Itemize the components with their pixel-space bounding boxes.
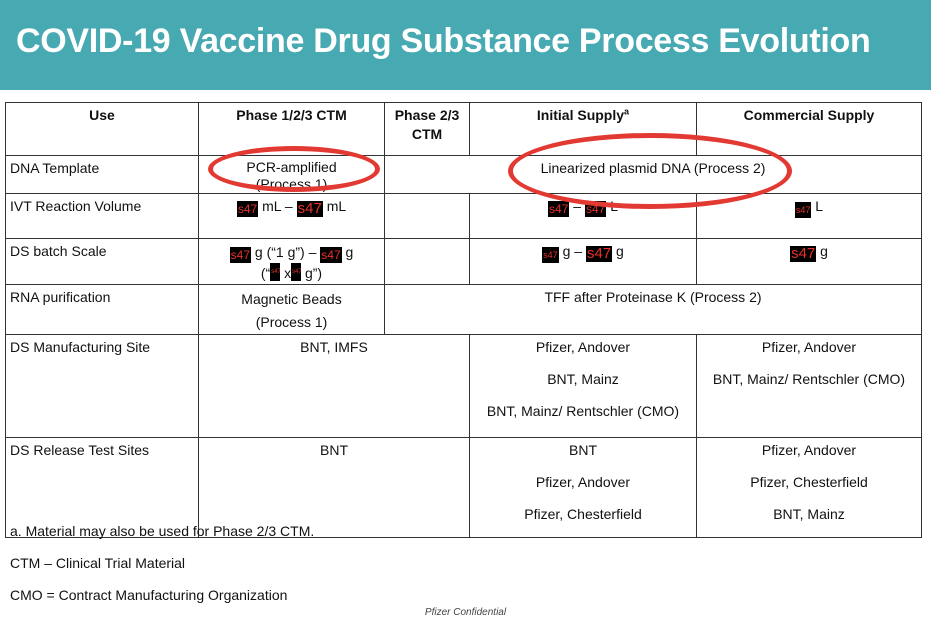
table-header-row: Use Phase 1/2/3 CTM Phase 2/3 CTM Initia… (5, 102, 922, 156)
redaction-box: s47 (584, 201, 607, 217)
site-item: BNT, Mainz/ Rentschler (CMO) (486, 403, 680, 419)
row-label-dna-template: DNA Template (5, 155, 199, 194)
slide-title: COVID-19 Vaccine Drug Substance Process … (16, 22, 871, 60)
header-phase123-ctm: Phase 1/2/3 CTM (198, 102, 385, 156)
footnote-marker: a (624, 106, 630, 117)
redaction-box: s47 (296, 200, 323, 217)
cell-scale-commercial: s47 g (696, 238, 922, 285)
site-item: BNT, Mainz (773, 506, 845, 522)
header-initial-supply-label: Initial Supply (536, 107, 625, 123)
table-row: DS Manufacturing Site BNT, IMFS Pfizer, … (5, 334, 922, 438)
site-item: BNT (569, 442, 597, 458)
cell-release-ctm: BNT (198, 437, 470, 538)
cell-text: g (616, 243, 624, 259)
process-evolution-table: Use Phase 1/2/3 CTM Phase 2/3 CTM Initia… (5, 102, 922, 538)
redaction-box: s47 (585, 245, 613, 262)
site-item: Pfizer, Andover (761, 442, 857, 458)
redaction-box: s47 (236, 201, 259, 217)
redaction-box: s47 (790, 245, 817, 262)
cell-mfg-initial: Pfizer, Andover BNT, Mainz BNT, Mainz/ R… (469, 334, 697, 438)
cell-text: g – (562, 243, 583, 259)
site-item: Pfizer, Andover (535, 474, 631, 490)
cell-ivt-initial: s47 – s47 L (469, 193, 697, 239)
header-use: Use (5, 102, 199, 156)
cell-dna-later: Linearized plasmid DNA (Process 2) (384, 155, 922, 194)
cell-text: L (815, 198, 824, 214)
redaction-box: s47 (548, 201, 570, 217)
cell-text: mL (326, 198, 347, 214)
cell-text: g (345, 244, 354, 260)
redaction-box: s47 (320, 247, 342, 263)
redaction-box: s47 (229, 247, 252, 263)
footnotes: a. Material may also be used for Phase 2… (10, 522, 314, 618)
cell-text: g (“1 g”) – (254, 244, 317, 260)
row-label-ds-manufacturing-site: DS Manufacturing Site (5, 334, 199, 438)
table-row: IVT Reaction Volume s47 mL – s47 mL s47 … (5, 193, 922, 239)
footnote-a: a. Material may also be used for Phase 2… (10, 523, 315, 539)
cell-text: g”) (304, 265, 323, 281)
cell-rna-phase123: Magnetic Beads (Process 1) (198, 284, 385, 335)
cell-text: (“ (260, 265, 271, 281)
redaction-box: s47 (542, 247, 559, 263)
cell-text: L (610, 198, 618, 214)
cell-mfg-ctm: BNT, IMFS (198, 334, 470, 438)
cell-release-commercial: Pfizer, Andover Pfizer, Chesterfield BNT… (696, 437, 922, 538)
cell-text: Magnetic Beads (241, 291, 342, 307)
cell-dna-phase123: PCR-amplified (Process 1) (198, 155, 385, 194)
cell-ivt-commercial: s47 L (696, 193, 922, 239)
redaction-box: s47 (291, 263, 302, 281)
site-item: BNT, Mainz (547, 371, 619, 387)
row-label-ivt-volume: IVT Reaction Volume (5, 193, 199, 239)
site-item: Pfizer, Andover (535, 339, 631, 355)
site-item: Pfizer, Andover (761, 339, 857, 355)
cell-empty (384, 193, 470, 239)
header-initial-supply: Initial Supplya (469, 102, 697, 156)
site-item: BNT, Mainz/ Rentschler (CMO) (712, 371, 906, 387)
cell-text: – (284, 198, 293, 214)
table-row: RNA purification Magnetic Beads (Process… (5, 284, 922, 335)
table-row: DS Release Test Sites BNT BNT Pfizer, An… (5, 437, 922, 538)
cell-text: mL (262, 198, 282, 214)
footnote-ctm: CTM – Clinical Trial Material (10, 555, 186, 571)
cell-mfg-commercial: Pfizer, Andover BNT, Mainz/ Rentschler (… (696, 334, 922, 438)
header-commercial-supply: Commercial Supply (696, 102, 922, 156)
redaction-box: s47 (270, 263, 281, 281)
site-item: Pfizer, Chesterfield (524, 506, 642, 522)
footnote-cmo: CMO = Contract Manufacturing Organizatio… (10, 587, 288, 603)
title-banner: COVID-19 Vaccine Drug Substance Process … (0, 0, 931, 90)
redaction-box: s47 (794, 202, 812, 218)
site-item: Pfizer, Chesterfield (750, 474, 868, 490)
cell-text: PCR-amplified (246, 159, 337, 175)
confidential-label: Pfizer Confidential (424, 607, 507, 618)
table-row: DS batch Scale s47 g (“1 g”) – s47 g (“s… (5, 238, 922, 285)
cell-scale-phase123: s47 g (“1 g”) – s47 g (“s47 xs47 g”) (198, 238, 385, 285)
row-label-rna-purification: RNA purification (5, 284, 199, 335)
cell-text: (Process 1) (255, 314, 328, 330)
cell-ivt-phase123: s47 mL – s47 mL (198, 193, 385, 239)
table-row: DNA Template PCR-amplified (Process 1) L… (5, 155, 922, 194)
row-label-ds-release-test-sites: DS Release Test Sites (5, 437, 199, 538)
cell-text: – (573, 198, 582, 214)
cell-text: g (820, 243, 828, 259)
cell-empty (384, 238, 470, 285)
cell-rna-later: TFF after Proteinase K (Process 2) (384, 284, 922, 335)
cell-release-initial: BNT Pfizer, Andover Pfizer, Chesterfield (469, 437, 697, 538)
header-phase23-ctm: Phase 2/3 CTM (384, 102, 470, 156)
cell-text: x (284, 265, 292, 281)
cell-text: (Process 1) (255, 176, 328, 192)
cell-scale-initial: s47 g – s47 g (469, 238, 697, 285)
row-label-ds-batch-scale: DS batch Scale (5, 238, 199, 285)
